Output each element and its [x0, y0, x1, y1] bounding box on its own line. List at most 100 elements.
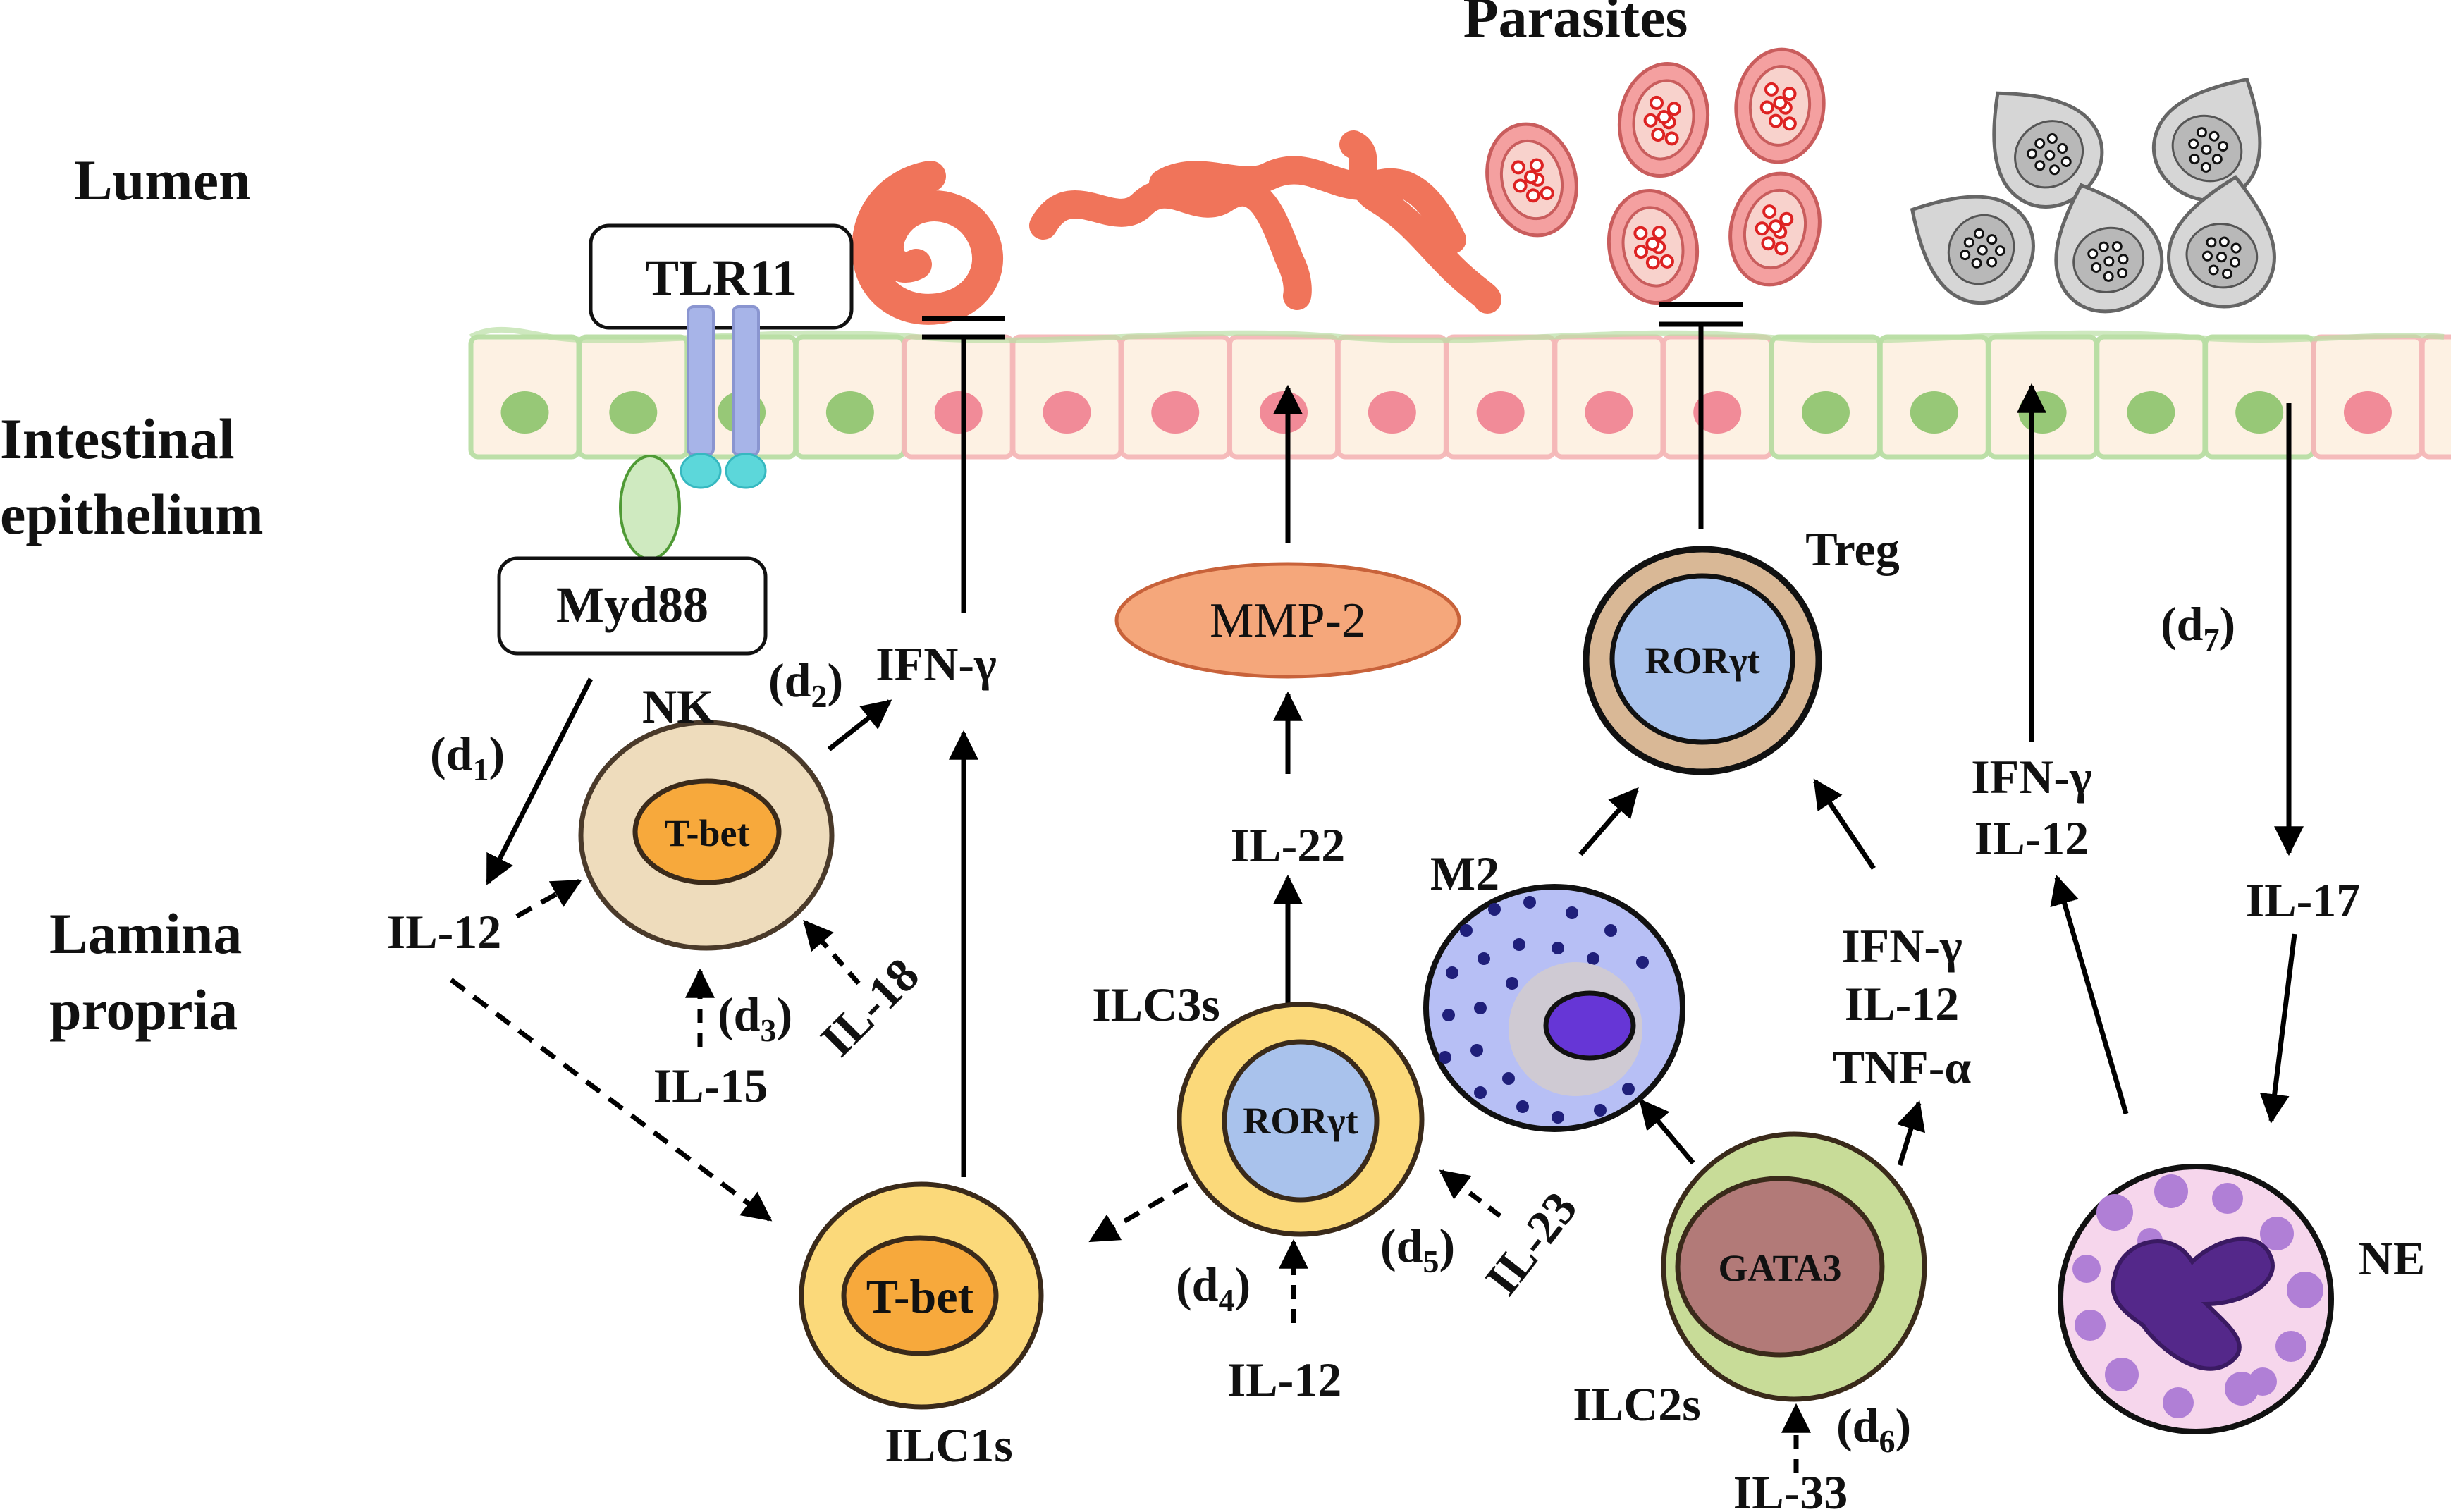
epithelial-nucleus [1585, 391, 1633, 434]
ne-granule [2163, 1387, 2194, 1418]
il15-label: IL-15 [653, 1059, 768, 1112]
tlr11-label: TLR11 [645, 250, 797, 306]
worm-curled-icon [1149, 156, 1466, 254]
mmp2-oval [1114, 562, 1461, 679]
parasite-egg-icon [1607, 188, 1700, 305]
epithelial-cell [2419, 334, 2451, 460]
lamina-label-line2: propria [49, 978, 238, 1042]
m2-granule [1552, 942, 1564, 954]
ilc2-label: ILC2s [1573, 1377, 1700, 1431]
m2-granule [1594, 1104, 1607, 1117]
epithelial-nucleus [2235, 391, 2284, 434]
arrow-cytokines-to-treg [1813, 778, 1876, 870]
pathway-d4: (d4) [1176, 1258, 1251, 1318]
m2-granule [1446, 966, 1458, 979]
ne-granule [2275, 1331, 2306, 1362]
epithelial-nucleus [1910, 391, 1958, 434]
parasite-egg-icon [1617, 61, 1710, 178]
arrow-ilc2-to-cytokines [1896, 1100, 1925, 1167]
tlr11-foot-right [725, 453, 767, 489]
parasite-cyst-icon [2151, 77, 2262, 202]
epithelial-nucleus [500, 391, 549, 434]
epithelial-nucleus [2127, 391, 2175, 434]
ne-cytokine-2: IL-12 [1974, 811, 2089, 865]
ne-label: NE [2359, 1231, 2425, 1285]
arrow-myd88-to-il12 [485, 677, 594, 885]
ilc1-nucleus-label: T-bet [866, 1270, 974, 1323]
epithelium-label-line1: Intestinal [0, 407, 235, 471]
m2-granule [1488, 903, 1501, 916]
parasites-group [852, 47, 2276, 325]
ne-neutrophil [2058, 1164, 2334, 1434]
il33-label: IL-33 [1733, 1465, 1848, 1512]
tlr11-box [589, 223, 854, 330]
epithelium-label-line2: epithelium [0, 482, 264, 546]
ilc2-nucleus [1675, 1176, 1885, 1358]
epithelial-nucleus [2343, 391, 2392, 434]
treg-label: Treg [1805, 522, 1899, 576]
il12-ilc3-label: IL-12 [1227, 1353, 1341, 1406]
m2-granule [1474, 1086, 1487, 1099]
arrow-il18-to-nk [803, 919, 861, 985]
epithelial-nucleus [1801, 391, 1850, 434]
il18-label: IL-18 [810, 947, 929, 1067]
ne-granule [2154, 1174, 2188, 1208]
treg-cytokine-1: IFN-γ [1841, 919, 1962, 973]
treg-nucleus-label: RORγt [1645, 639, 1759, 682]
adaptor-oval [619, 455, 681, 560]
arrow-il17-to-ne [2259, 933, 2297, 1124]
ilc1-label: ILC1s [885, 1418, 1012, 1472]
pathway-d1: (d1) [430, 727, 505, 787]
ilc1-nucleus [841, 1235, 999, 1356]
parasite-cyst-icon [2167, 175, 2276, 309]
pathway-d7: (d7) [2161, 597, 2235, 658]
ilc3-nucleus-label: RORγt [1243, 1100, 1358, 1142]
m2-granule [1460, 924, 1473, 937]
intestinal-epithelium-layer [468, 326, 2451, 460]
parasite-egg-icon [1728, 171, 1822, 287]
arrow-ne-to-ifng-il12 [2050, 874, 2129, 1114]
il12-left-label: IL-12 [387, 905, 501, 959]
myd88-box [497, 556, 768, 656]
m2-granule [1523, 896, 1536, 909]
m2-granule [1506, 977, 1518, 990]
pathway-d2: (d2) [768, 653, 843, 714]
pathway-d5: (d5) [1380, 1219, 1455, 1279]
epithelial-nucleus [1693, 391, 1742, 434]
m2-granule [1604, 924, 1617, 937]
epithelial-nucleus [1043, 391, 1091, 434]
m2-granule [1516, 1100, 1529, 1113]
mmp2-label: MMP-2 [1210, 594, 1366, 648]
epithelial-nucleus [609, 391, 658, 434]
il23-label: IL-23 [1475, 1181, 1587, 1305]
epithelial-nucleus [1368, 391, 1416, 434]
arrow-m2-to-treg [1578, 787, 1639, 856]
parasite-cyst-icon [1992, 91, 2104, 209]
m2-granule [1474, 1002, 1487, 1014]
ilc3-nucleus [1222, 1039, 1380, 1203]
treg-cytokine-3: TNF-α [1833, 1040, 1972, 1094]
m2-granule [1566, 906, 1578, 919]
il17-label: IL-17 [2246, 873, 2360, 927]
grey-cysts-group [1910, 77, 2276, 314]
arrow-ilc3-to-ilc1 [1088, 1181, 1189, 1243]
m2-label: M2 [1430, 847, 1499, 900]
epithelial-nucleus [2018, 391, 2067, 434]
epithelial-nucleus [1476, 391, 1525, 434]
nk-label: NK [642, 680, 714, 733]
pathway-d6: (d6) [1836, 1399, 1911, 1459]
ne-cytokine-1: IFN-γ [1971, 750, 2092, 804]
lumen-label: Lumen [74, 148, 251, 212]
epithelial-nucleus [934, 391, 983, 434]
myd88-label: Myd88 [556, 577, 708, 633]
arrow-il23-to-ilc3 [1439, 1169, 1502, 1218]
m2-granule [1622, 1083, 1635, 1095]
epithelial-nucleus [1151, 391, 1200, 434]
m2-granule [1470, 1044, 1483, 1057]
epithelial-nucleus [825, 391, 874, 434]
arrow-nk-to-ifng [827, 699, 892, 751]
m2-granule [1439, 1051, 1451, 1064]
m2-granule [1478, 952, 1490, 965]
m2-granule [1442, 1009, 1455, 1021]
